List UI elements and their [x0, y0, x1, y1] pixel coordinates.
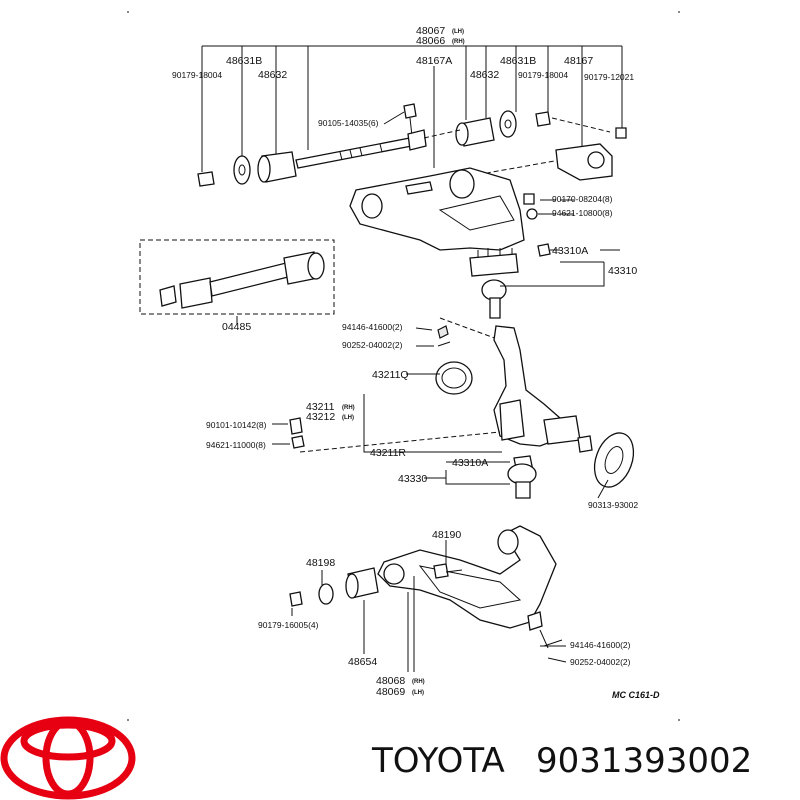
- label-48067: 48067: [416, 25, 445, 37]
- label-90252-04002-lower: 90252-04002(2): [570, 657, 631, 667]
- label-90313-93002: 90313-93002: [588, 500, 638, 510]
- svg-text:(LH): (LH): [342, 415, 354, 421]
- kit-04485: [139, 239, 335, 324]
- label-43211Q: 43211Q: [372, 369, 409, 381]
- label-43211: 43211: [306, 401, 335, 413]
- corner-marks: [127, 11, 680, 721]
- label-48068: 48068: [376, 675, 405, 687]
- label-48069: 48069: [376, 686, 405, 698]
- label-90252-04002-upper: 90252-04002(2): [342, 340, 403, 350]
- upper-shaft-assembly: [197, 103, 627, 187]
- label-90105-14035: 90105-14035(6): [318, 118, 379, 128]
- part-number: 9031393002: [536, 741, 752, 781]
- label-90170-08204: 90170-08204(8): [552, 194, 613, 204]
- lower-control-arm: [289, 525, 563, 649]
- top-bracket: [201, 45, 623, 172]
- label-48631B-right: 48631B: [500, 55, 536, 67]
- label-48198: 48198: [306, 557, 335, 569]
- lower-ball-joint: [445, 455, 537, 499]
- upper-ball-joint: [469, 243, 605, 319]
- label-48066: 48066: [416, 35, 445, 47]
- label-90101-10142: 90101-10142(8): [206, 420, 267, 430]
- label-43310A-lower: 43310A: [452, 457, 488, 469]
- label-04485: 04485: [222, 321, 251, 333]
- svg-text:(LH): (LH): [452, 29, 464, 35]
- label-90179-12021: 90179-12021: [584, 72, 634, 82]
- label-48190: 48190: [432, 529, 461, 541]
- label-48631B-left: 48631B: [226, 55, 262, 67]
- svg-text:(RH): (RH): [412, 679, 425, 685]
- brand-name: TOYOTA: [371, 741, 505, 781]
- diagram-code: MC C161-D: [612, 690, 660, 700]
- label-43310A-upper: 43310A: [552, 245, 588, 257]
- label-90179-18004-right: 90179-18004: [518, 70, 568, 80]
- upper-control-arm: [349, 167, 556, 251]
- part-labels: 48067 (LH) 48066 (RH) 48631B 90179-18004…: [172, 25, 660, 700]
- label-94621-10800: 94621-10800(8): [552, 208, 613, 218]
- label-90179-18004-left: 90179-18004: [172, 70, 222, 80]
- label-90179-16005: 90179-16005(4): [258, 620, 319, 630]
- label-94621-11000: 94621-11000(8): [206, 440, 266, 450]
- label-43310: 43310: [608, 265, 637, 277]
- label-48632-left: 48632: [258, 69, 287, 81]
- toyota-logo-icon: [0, 716, 136, 800]
- steering-knuckle: [289, 317, 635, 488]
- label-43211R: 43211R: [370, 447, 406, 459]
- label-48167A: 48167A: [416, 55, 452, 67]
- label-43212: 43212: [306, 411, 335, 423]
- label-94146-41600-lower: 94146-41600(2): [570, 640, 631, 650]
- svg-text:(RH): (RH): [342, 405, 355, 411]
- label-43330: 43330: [398, 473, 427, 485]
- svg-text:(RH): (RH): [452, 39, 465, 45]
- svg-text:(LH): (LH): [412, 690, 424, 696]
- label-48654: 48654: [348, 656, 377, 668]
- leader-lines: [272, 111, 620, 672]
- label-48632-right: 48632: [470, 69, 499, 81]
- label-48167: 48167: [564, 55, 593, 67]
- label-94146-41600-upper: 94146-41600(2): [342, 322, 403, 332]
